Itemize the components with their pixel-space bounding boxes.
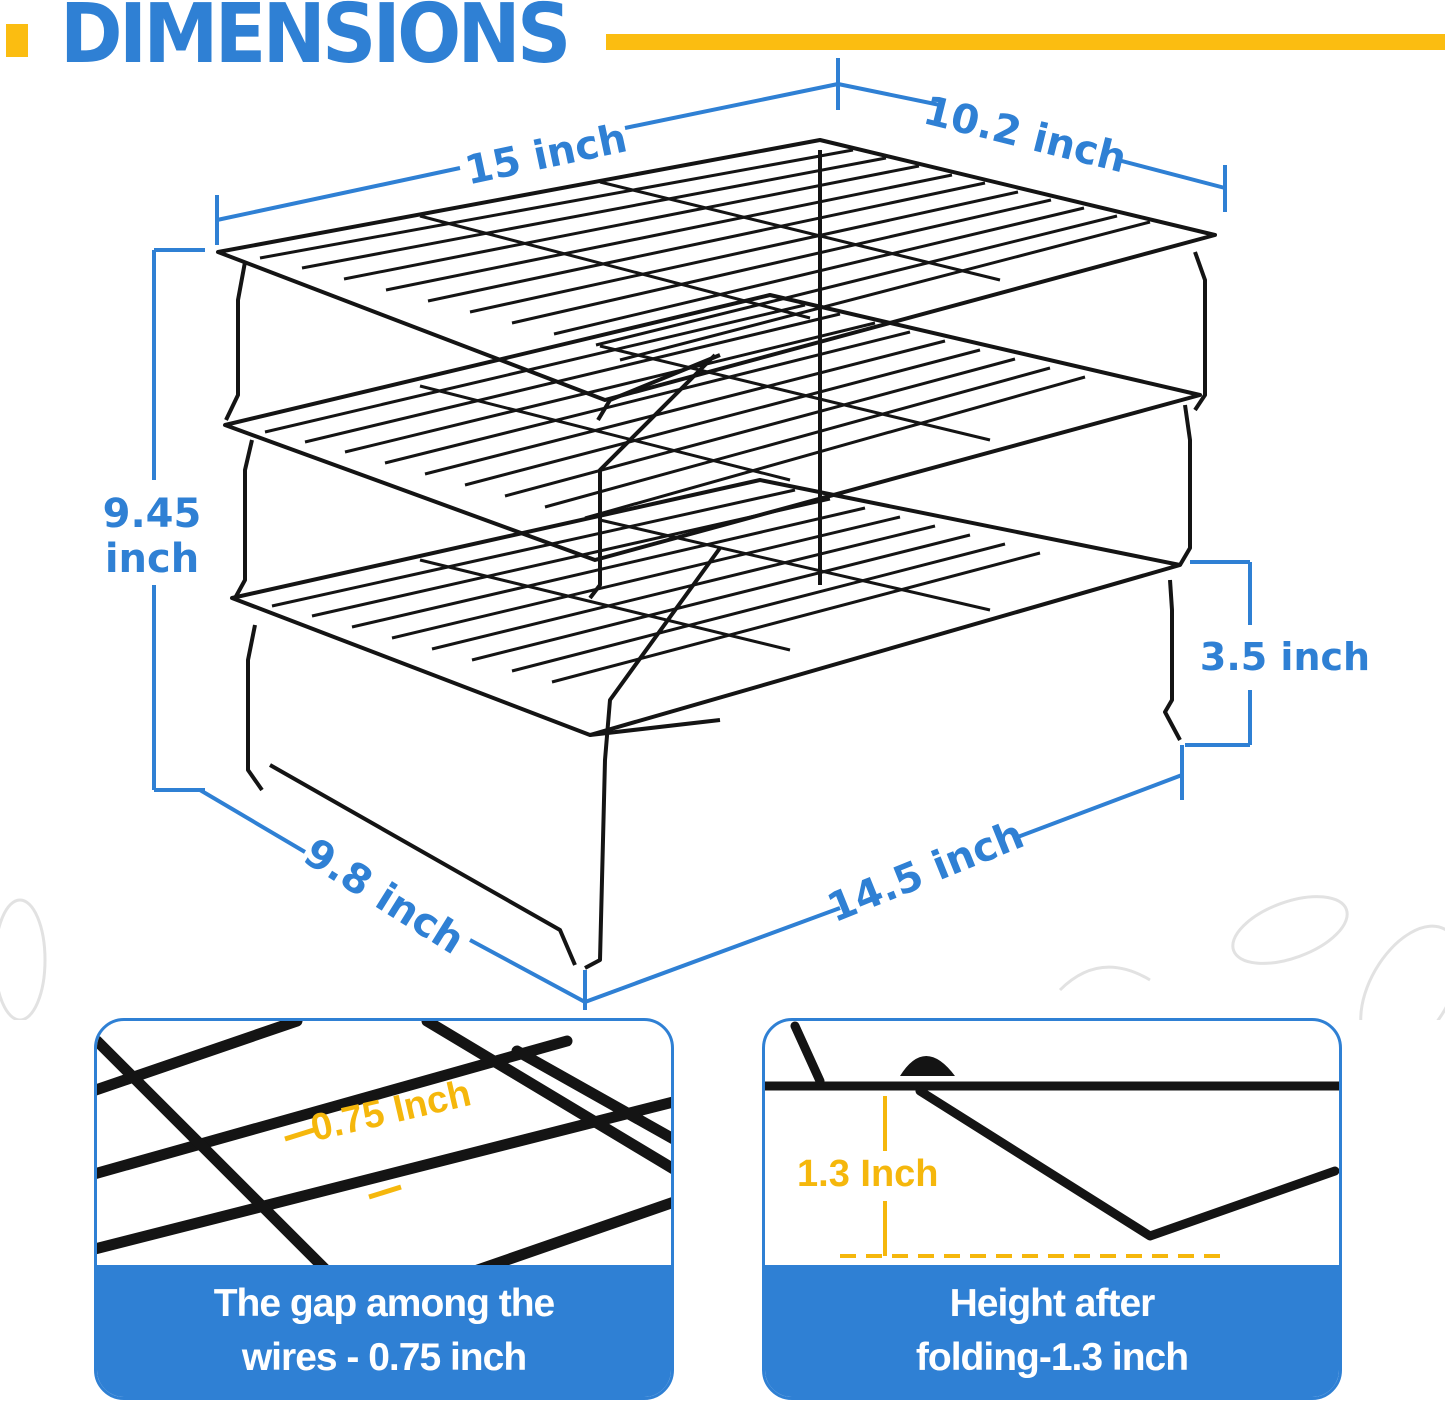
- folding-closeup-image: [765, 1021, 1339, 1258]
- detail-panel-folding-height: 1.3 Inch Height after folding-1.3 inch: [762, 1018, 1342, 1400]
- rack-tier-middle: [223, 293, 1202, 601]
- rack-tier-bottom: [230, 478, 1182, 970]
- dim-total-height-unit: inch: [105, 536, 199, 582]
- caption-line-1: Height after: [949, 1282, 1156, 1325]
- detail-panel-wire-gap: 0.75 Inch The gap among the wires - 0.75…: [94, 1018, 674, 1400]
- dim-total-height-value: 9.45: [103, 491, 202, 537]
- caption-line-1: The gap among the: [213, 1282, 556, 1325]
- dim-top-width: 10.2 inch: [919, 88, 1131, 183]
- title-accent-line: [606, 34, 1445, 50]
- caption-line-2: folding-1.3 inch: [915, 1336, 1189, 1379]
- dim-bottom-width: 9.8 inch: [296, 830, 472, 964]
- rack-tiers: [216, 138, 1217, 970]
- wire-closeup-image: [97, 1021, 671, 1281]
- title-accent-square: [6, 24, 28, 57]
- dim-tier-height: 3.5 inch: [1200, 635, 1370, 679]
- wire-gap-caption: The gap among the wires - 0.75 inch: [97, 1265, 671, 1397]
- dim-bottom-length: 14.5 inch: [821, 812, 1030, 932]
- rack-tier-top: [216, 138, 1217, 585]
- folding-height-callout: 1.3 Inch: [797, 1153, 939, 1195]
- caption-line-2: wires - 0.75 inch: [241, 1336, 527, 1379]
- rack-illustration: 15 inch 10.2 inch 9.45 inch 3.5 inch 9.8…: [0, 58, 1445, 1020]
- dimension-lines: [152, 58, 1252, 1010]
- folding-height-caption: Height after folding-1.3 inch: [765, 1265, 1339, 1397]
- page-title: DIMENSIONS: [60, 0, 571, 82]
